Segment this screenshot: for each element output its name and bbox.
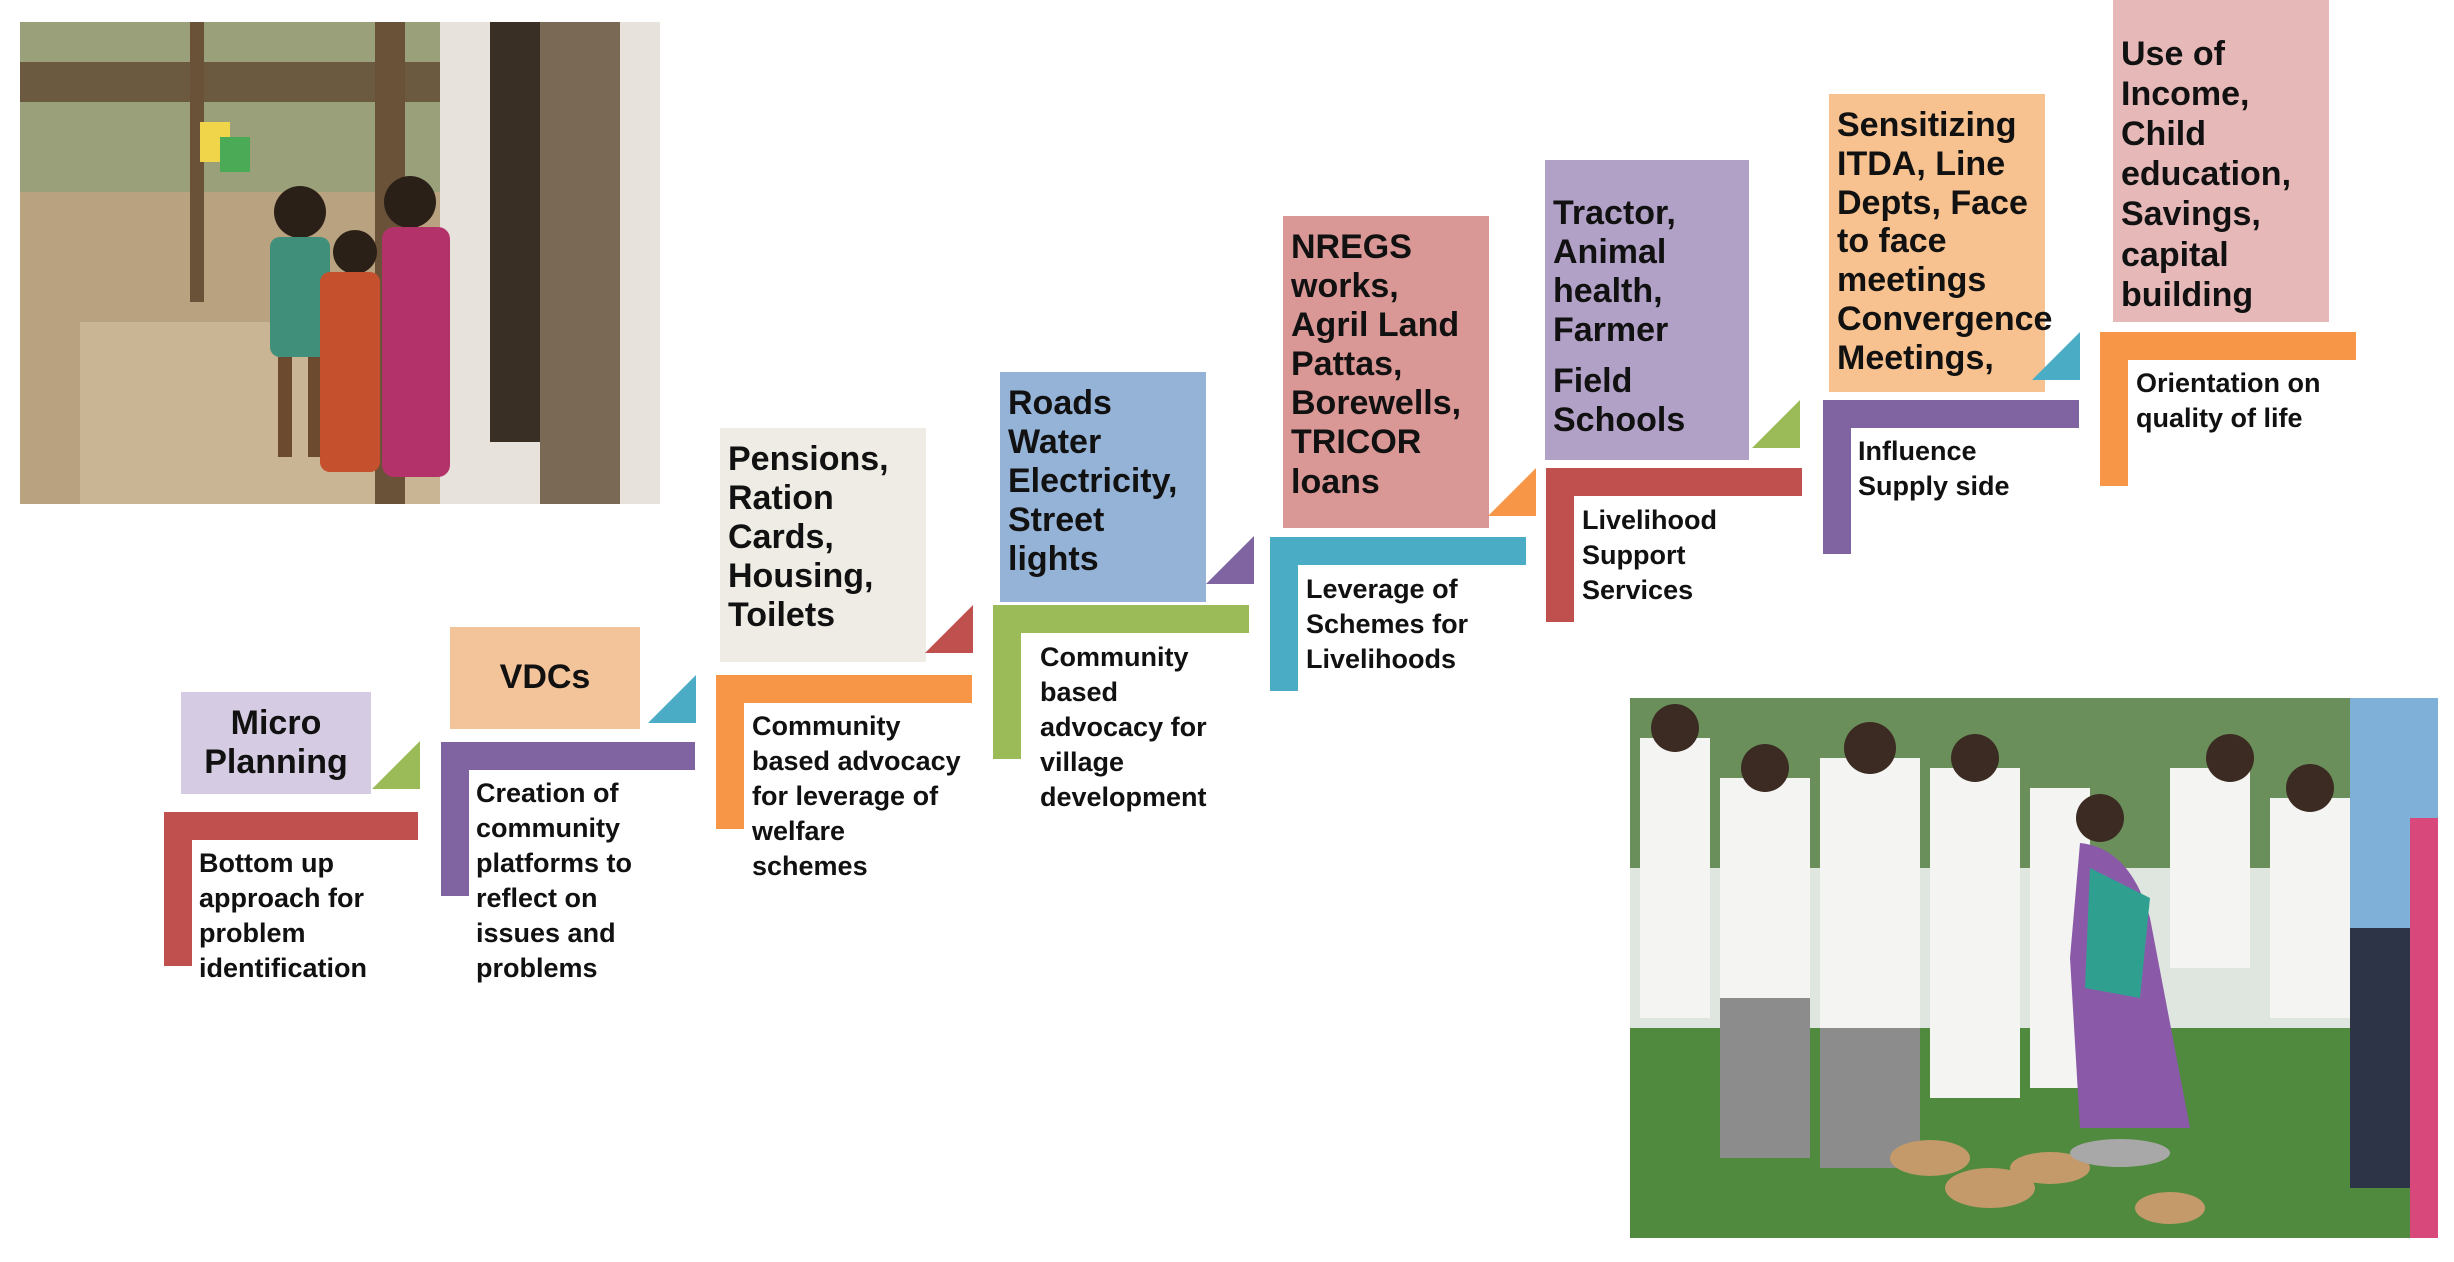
step-7-title: Sensitizing ITDA, Line Depts, Face to fa… (1837, 106, 2053, 377)
step-5-vertical-bar (1270, 537, 1298, 691)
step-2-arrow-triangle (648, 675, 696, 723)
step-5-title: NREGS works, Agril Land Pattas, Borewell… (1291, 228, 1462, 501)
step-7-description: Influence Supply side (1858, 436, 2010, 502)
step-4-arrow-triangle (1206, 536, 1254, 584)
step-8-vertical-bar (2100, 332, 2128, 486)
step-5-title-box: NREGS works, Agril Land Pattas, Borewell… (1283, 216, 1489, 528)
step-6-description: Livelihood Support Services (1582, 505, 1717, 606)
step-2-horizontal-bar (441, 742, 695, 770)
step-1-title: Micro Planning (204, 703, 348, 781)
step-6-vertical-bar (1546, 468, 1574, 622)
step-7-arrow-triangle (2032, 332, 2080, 380)
step-4-title-box: Roads Water Electricity, Street lights (1000, 372, 1206, 602)
community-ceremony-photo (1630, 698, 2438, 1238)
step-3-title: Pensions, Ration Cards, Housing, Toilets (728, 440, 889, 635)
step-6-title: Tractor, Animal health, Farmer (1553, 194, 1676, 350)
step-3-title-box: Pensions, Ration Cards, Housing, Toilets (720, 428, 926, 662)
step-2-vertical-bar (441, 742, 469, 896)
step-4-description: Community based advocacy for village dev… (1040, 642, 1207, 813)
step-5-arrow-triangle (1488, 468, 1536, 516)
step-1-vertical-bar (164, 812, 192, 966)
step-7-horizontal-bar (1823, 400, 2079, 428)
step-6-title-line2: Field Schools (1553, 362, 1686, 440)
step-2-title-box: VDCs (450, 627, 640, 729)
step-1-description: Bottom up approach for problem identific… (199, 848, 367, 984)
step-8-title-box: Use of Income, Child education, Savings,… (2113, 0, 2329, 322)
step-8-horizontal-bar (2100, 332, 2356, 360)
step-6-arrow-triangle (1752, 400, 1800, 448)
step-8-description: Orientation on quality of life (2136, 368, 2321, 434)
step-8-title: Use of Income, Child education, Savings,… (2121, 35, 2292, 314)
step-6-title-box: Tractor, Animal health, Farmer Field Sch… (1545, 160, 1749, 460)
step-3-horizontal-bar (716, 675, 972, 703)
village-children-photo (20, 22, 660, 504)
step-4-title: Roads Water Electricity, Street lights (1008, 384, 1178, 579)
step-4-horizontal-bar (993, 605, 1249, 633)
step-3-vertical-bar (716, 675, 744, 829)
step-7-title-box: Sensitizing ITDA, Line Depts, Face to fa… (1829, 94, 2052, 392)
step-5-description: Leverage of Schemes for Livelihoods (1306, 574, 1469, 675)
step-2-description: Creation of community platforms to refle… (476, 778, 633, 984)
step-3-description: Community based advocacy for leverage of… (752, 711, 961, 882)
step-2-title: VDCs (499, 658, 591, 697)
step-1-arrow-triangle (372, 741, 420, 789)
step-1-horizontal-bar (164, 812, 418, 840)
step-5-horizontal-bar (1270, 537, 1526, 565)
step-4-vertical-bar (993, 605, 1021, 759)
step-6-horizontal-bar (1546, 468, 1802, 496)
step-1-title-box: Micro Planning (181, 692, 371, 794)
step-3-arrow-triangle (925, 605, 973, 653)
step-7-vertical-bar (1823, 400, 1851, 554)
